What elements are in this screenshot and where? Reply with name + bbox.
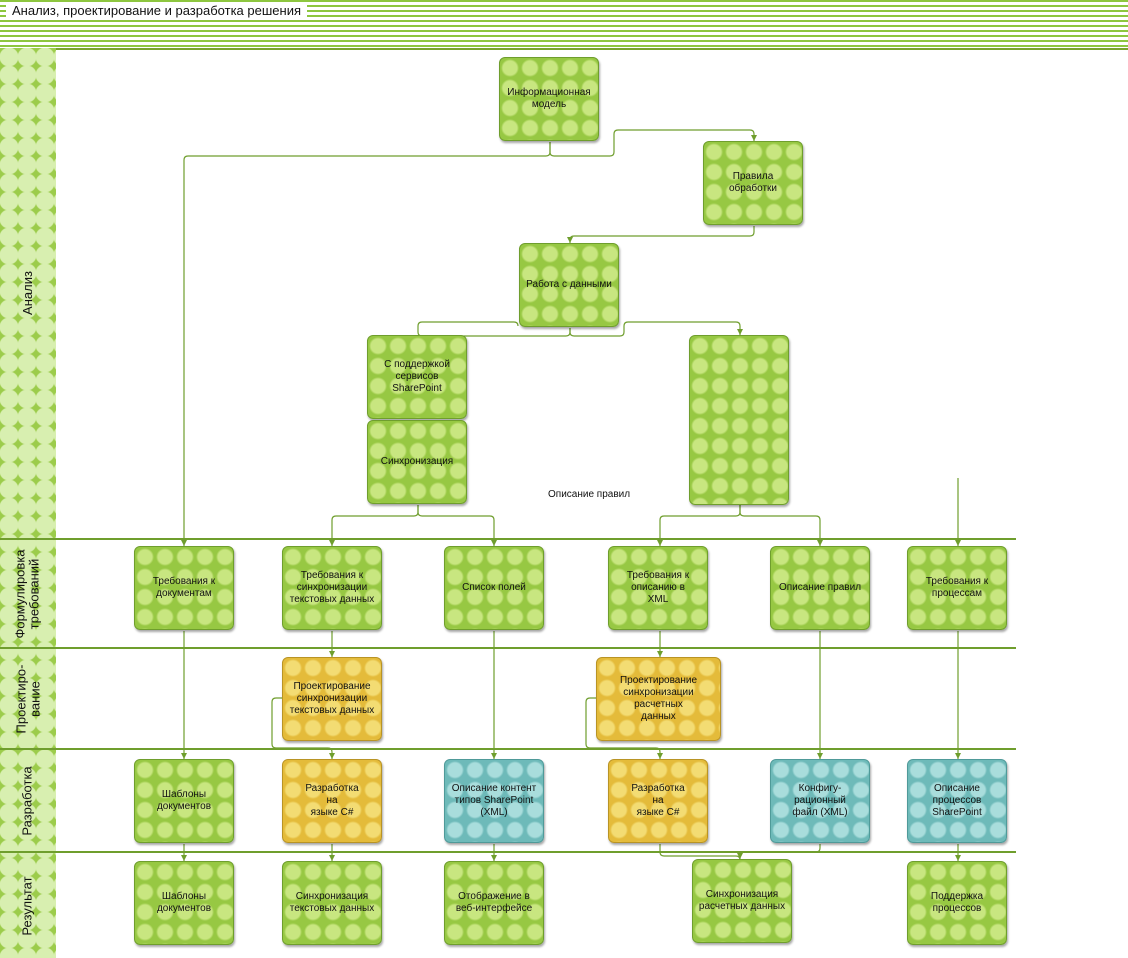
rules-desc-annotation: Описание правил bbox=[546, 489, 633, 500]
box-processing-rules[interactable]: Правила обработки bbox=[703, 141, 803, 225]
lane-separator bbox=[0, 748, 1016, 750]
box-res-text-sync[interactable]: Синхронизация текстовых данных bbox=[282, 861, 382, 945]
lane-labels-column bbox=[0, 48, 56, 958]
box-res-web-display[interactable]: Отображение в веб-интерфейсе bbox=[444, 861, 544, 945]
box-dev-csharp-1[interactable]: Разработка на языке C# bbox=[282, 759, 382, 843]
box-sync[interactable]: Синхронизация bbox=[367, 420, 467, 504]
box-req-fields[interactable]: Список полей bbox=[444, 546, 544, 630]
box-res-process-support[interactable]: Поддержка процессов bbox=[907, 861, 1007, 945]
box-req-xml[interactable]: Требования к описанию в XML bbox=[608, 546, 708, 630]
box-rule-desc[interactable]: Описание правил bbox=[770, 546, 870, 630]
box-res-templates[interactable]: Шаблоны документов bbox=[134, 861, 234, 945]
box-dev-templates[interactable]: Шаблоны документов bbox=[134, 759, 234, 843]
box-res-calc-sync[interactable]: Синхронизация расчетных данных bbox=[692, 859, 792, 943]
box-design-calc-sync[interactable]: Проектирование синхронизации расчетных д… bbox=[596, 657, 721, 741]
lane-separator bbox=[0, 538, 1016, 540]
box-dev-content-types[interactable]: Описание контент типов SharePoint (XML) bbox=[444, 759, 544, 843]
box-info-model[interactable]: Информационная модель bbox=[499, 57, 599, 141]
box-analysis-right[interactable] bbox=[689, 335, 789, 505]
box-req-processes[interactable]: Требования к процессам bbox=[907, 546, 1007, 630]
box-dev-sp-processes[interactable]: Описание процессов SharePoint bbox=[907, 759, 1007, 843]
lane-separator bbox=[0, 647, 1016, 649]
box-req-documents[interactable]: Требования к документам bbox=[134, 546, 234, 630]
box-dev-csharp-2[interactable]: Разработка на языке C# bbox=[608, 759, 708, 843]
diagram-title: Анализ, проектирование и разработка реше… bbox=[6, 3, 307, 19]
box-req-text-sync[interactable]: Требования к синхронизации текстовых дан… bbox=[282, 546, 382, 630]
box-sharepoint-support[interactable]: С поддержкой сервисов SharePoint bbox=[367, 335, 467, 419]
box-data-work[interactable]: Работа с данными bbox=[519, 243, 619, 327]
box-dev-config[interactable]: Конфигу- рационный файл (XML) bbox=[770, 759, 870, 843]
box-design-text-sync[interactable]: Проектирование синхронизации текстовых д… bbox=[282, 657, 382, 741]
diagram-header: Анализ, проектирование и разработка реше… bbox=[0, 0, 1128, 50]
lane-separator bbox=[0, 851, 1016, 853]
